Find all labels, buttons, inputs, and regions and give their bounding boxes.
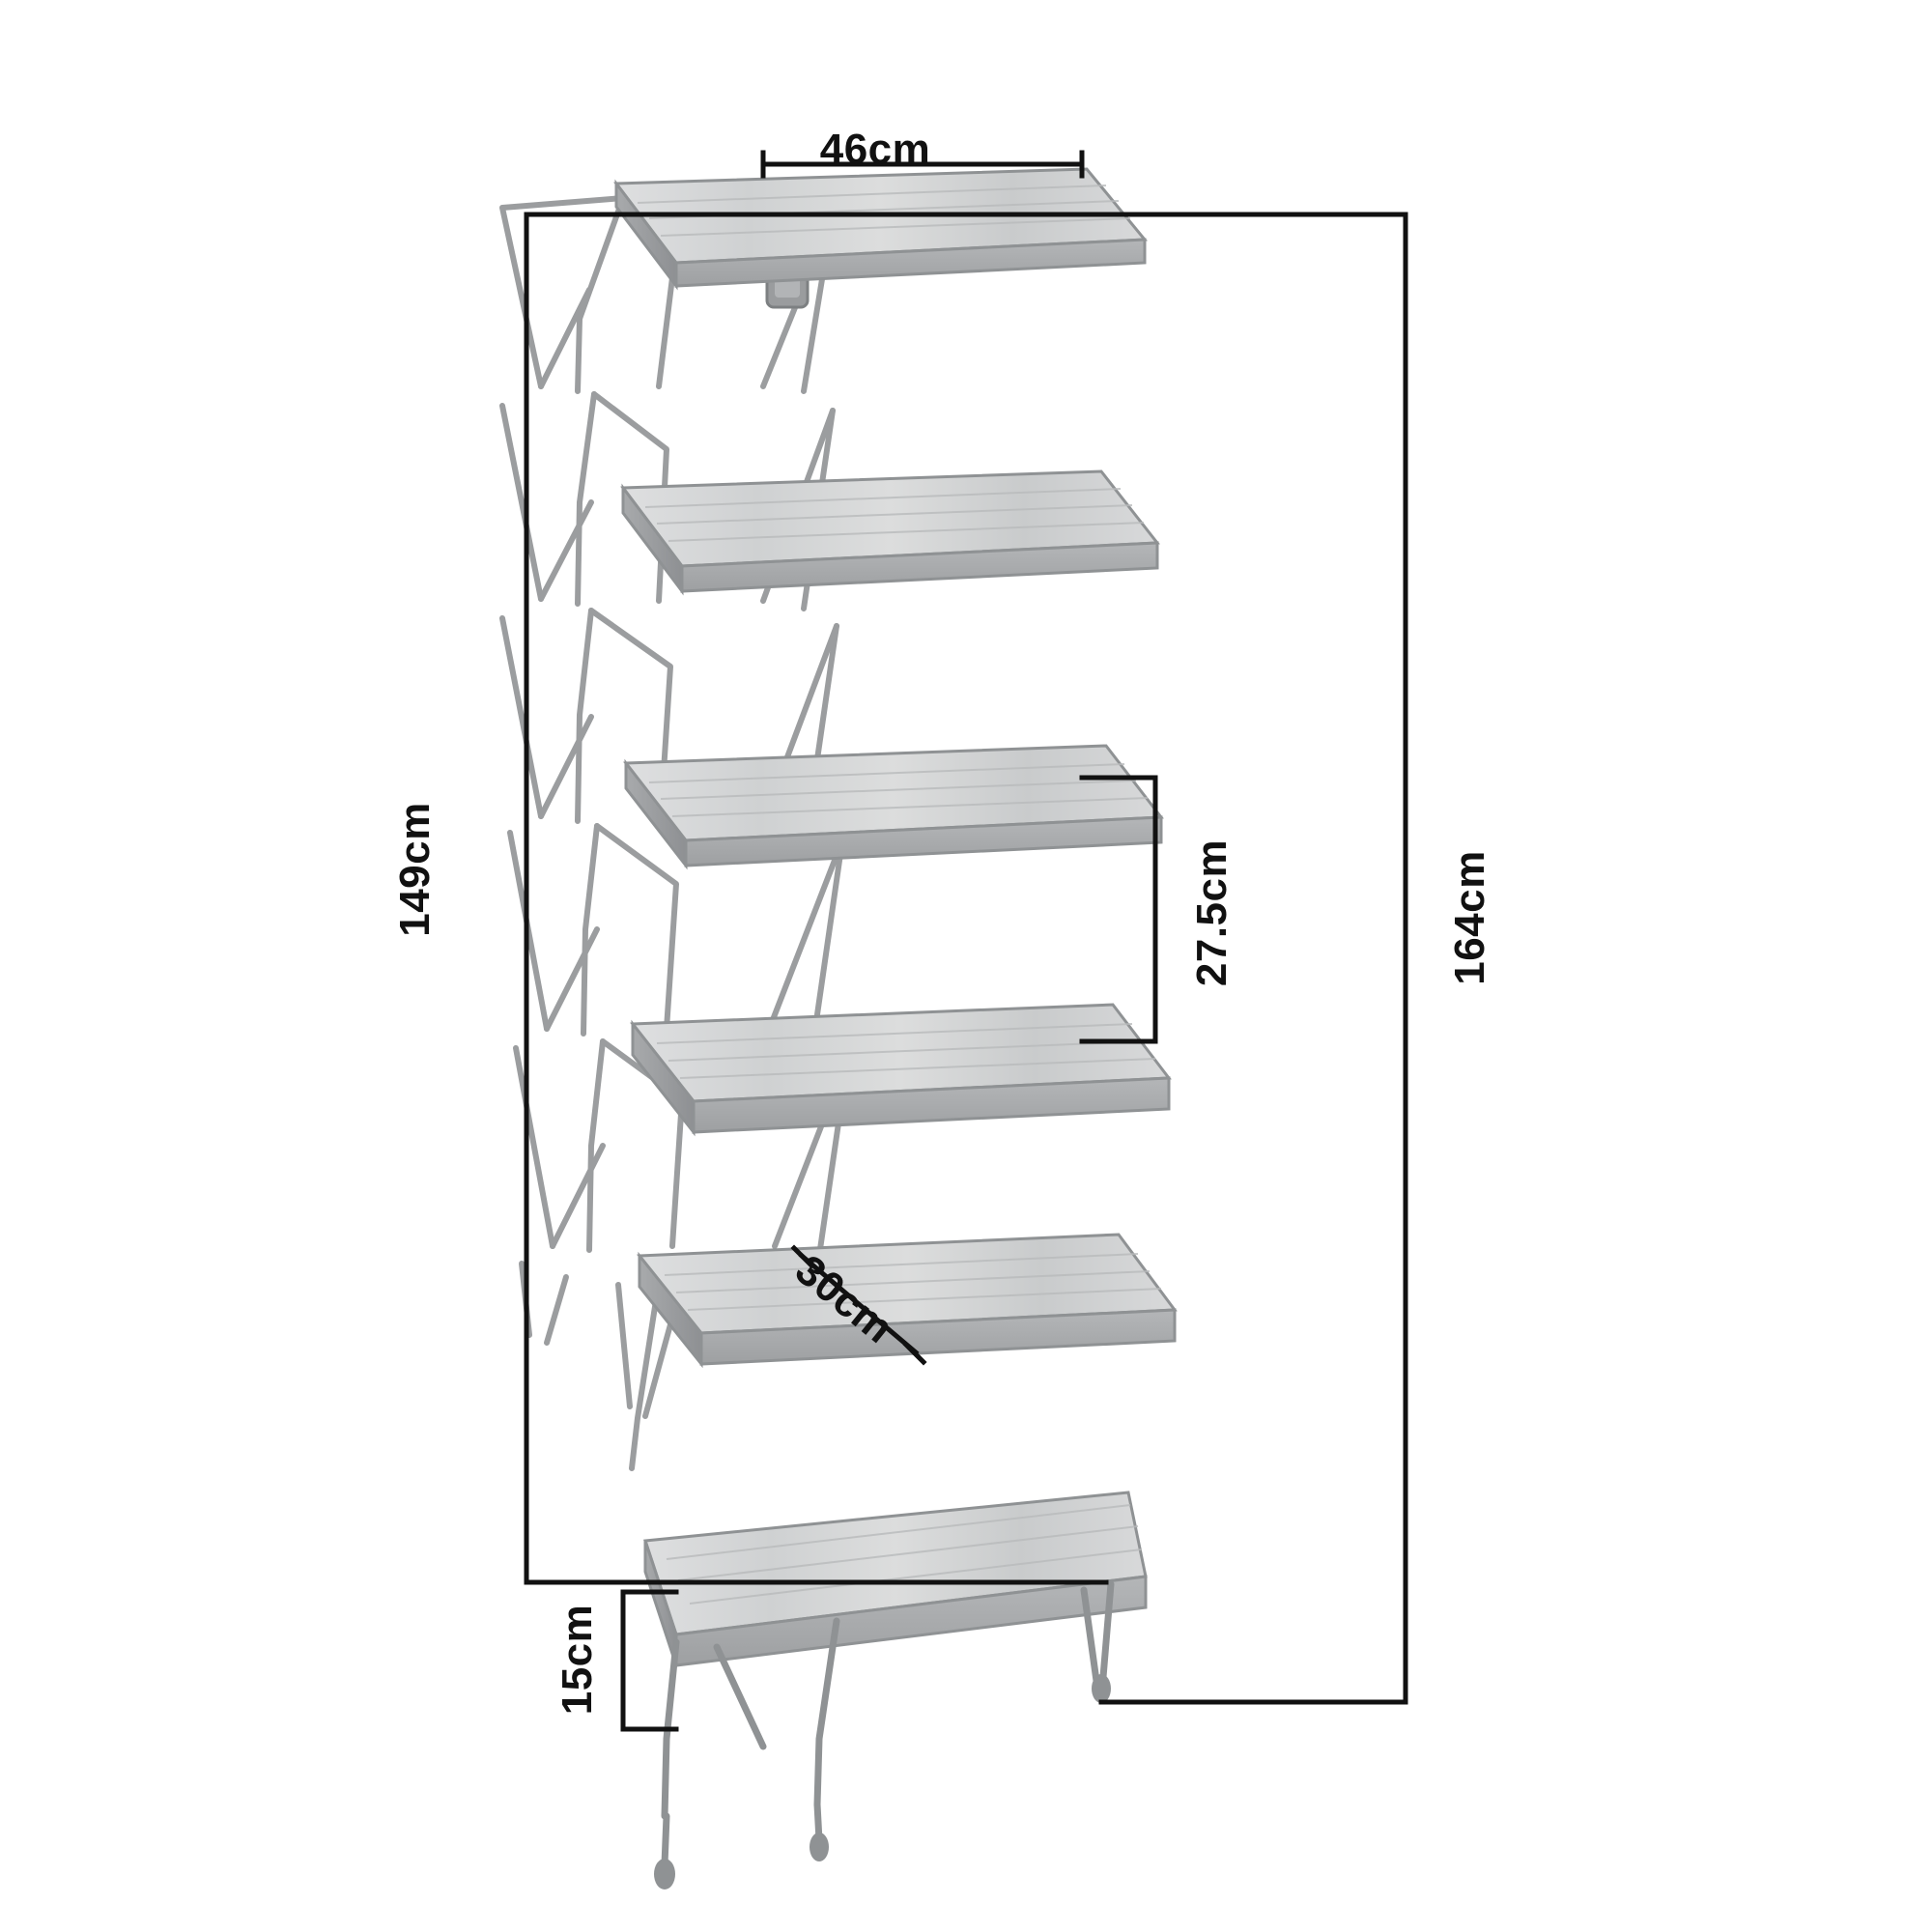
dimension-label-height-149: 149cm	[391, 802, 439, 937]
bottom-legs	[661, 1580, 1115, 1868]
shelf-4	[630, 1003, 1172, 1137]
shelf-1	[613, 167, 1149, 291]
shelf-6	[642, 1491, 1148, 1667]
leg-feet	[654, 1674, 1111, 1889]
dimension-label-leg-15: 15cm	[554, 1604, 601, 1716]
dimension-height-164	[1098, 212, 1408, 1705]
shelf-3	[623, 744, 1164, 870]
dimension-lines	[524, 150, 1408, 1732]
dimension-gap-275	[1079, 775, 1158, 1044]
dimension-depth-30	[790, 1244, 927, 1366]
dimension-label-width-top: 46cm	[819, 126, 931, 173]
dimension-label-gap-275: 27.5cm	[1188, 838, 1236, 987]
dimension-width-top	[760, 150, 1085, 179]
dimension-height-149	[524, 212, 1123, 1585]
shelf-2	[620, 469, 1160, 596]
dimension-leg-15	[620, 1589, 679, 1732]
dimension-label-height-164: 164cm	[1446, 850, 1493, 985]
shelf-5	[636, 1233, 1178, 1369]
